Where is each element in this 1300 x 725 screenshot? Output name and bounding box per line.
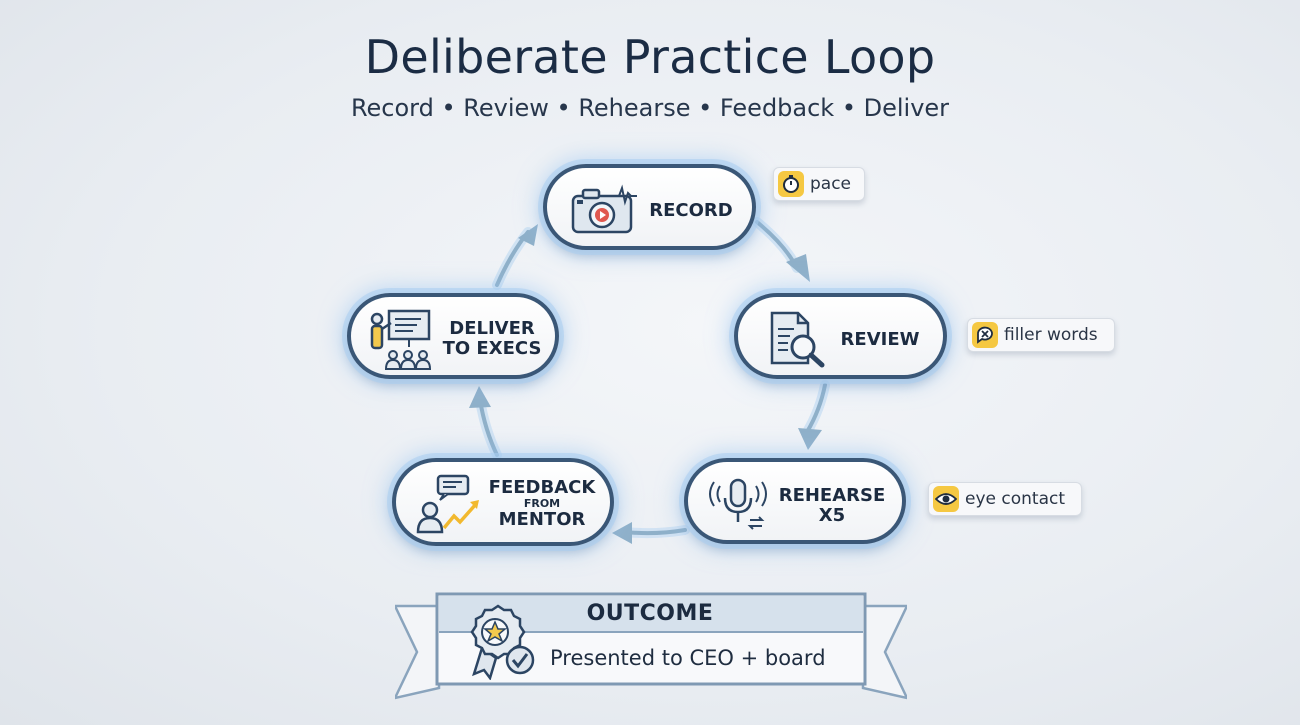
outcome-banner: [395, 592, 907, 700]
step-feedback[interactable]: FEEDBACK FROM MENTOR: [392, 458, 614, 546]
stopwatch-icon: [778, 171, 804, 197]
diagram-title: Deliberate Practice Loop: [364, 30, 936, 84]
diagram-subtitle: Record • Review • Rehearse • Feedback • …: [350, 94, 950, 122]
no-speech-icon: [972, 322, 998, 348]
microphone-repeat-icon: [709, 478, 767, 530]
outcome-text: Presented to CEO + board: [550, 646, 826, 670]
outcome-heading: OUTCOME: [586, 601, 714, 626]
eye-icon: [933, 486, 959, 512]
step-deliver[interactable]: DELIVER TO EXECS: [347, 293, 559, 379]
arrow-review-to-rehearse: [805, 383, 827, 434]
step-feedback-label: FEEDBACK FROM MENTOR: [488, 477, 596, 531]
step-rehearse[interactable]: REHEARSE X5: [684, 458, 906, 544]
mentor-chat-growth-icon: [416, 474, 479, 534]
step-deliver-label: DELIVER TO EXECS: [442, 318, 542, 360]
step-review[interactable]: REVIEW: [734, 293, 947, 379]
step-review-label: REVIEW: [840, 329, 920, 350]
tag-eye-contact: eye contact: [928, 482, 1082, 516]
award-ribbon-check-icon: [470, 604, 535, 680]
step-record-label: RECORD: [649, 200, 733, 221]
step-rehearse-label: REHEARSE X5: [778, 485, 886, 527]
document-magnifier-icon: [770, 311, 825, 368]
presenter-audience-icon: [370, 309, 432, 370]
camera-icon: [571, 184, 637, 234]
tag-pace: pace: [773, 167, 865, 201]
step-record[interactable]: RECORD: [543, 164, 756, 250]
tag-filler-words: filler words: [967, 318, 1115, 352]
